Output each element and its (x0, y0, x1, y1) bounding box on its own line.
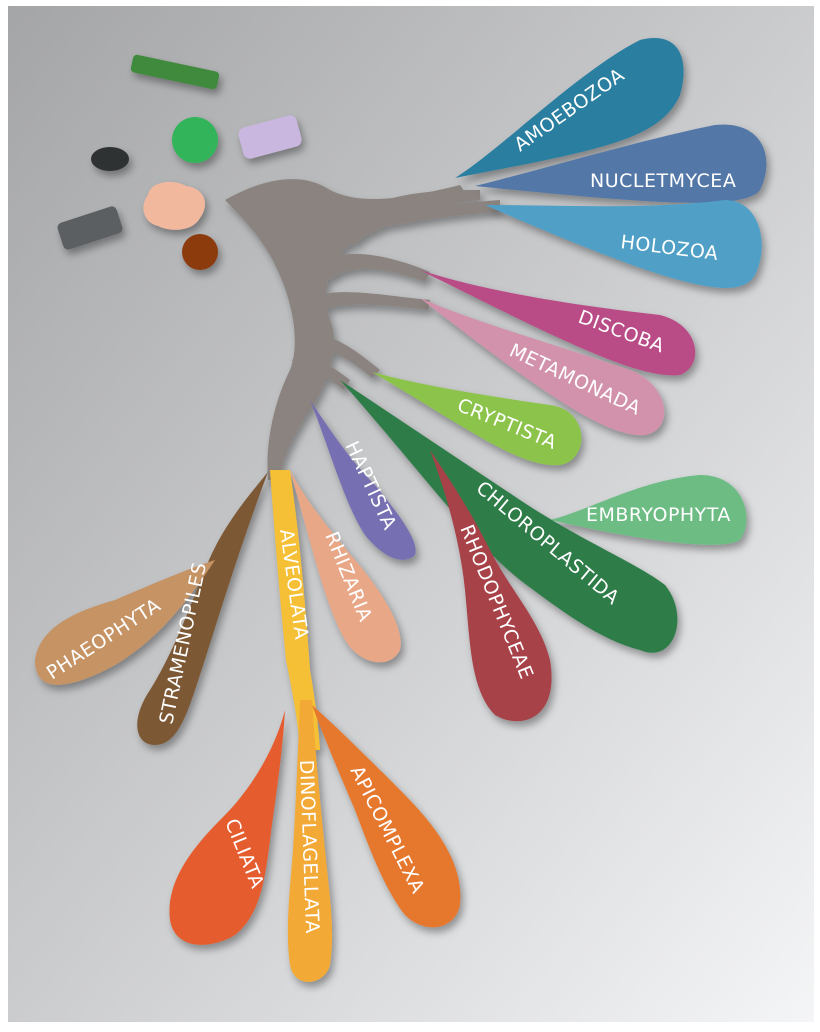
grey-cylinder-icon (57, 206, 123, 250)
clade-phaeophyta (35, 560, 215, 685)
clade-ciliata (169, 710, 285, 945)
lavender-capsule-icon (238, 115, 302, 159)
clade-embryophyta (550, 475, 747, 545)
clade-dinoflagellata (287, 700, 333, 982)
clade-holozoa (485, 200, 762, 288)
clade-discoba (420, 270, 696, 376)
clade-chloroplastida (340, 380, 678, 653)
clade-alveolata (270, 470, 320, 750)
clade-apicomplexa (312, 705, 461, 928)
label-nucletmycea: NUCLETMYCEA (590, 170, 736, 192)
clade-haptista (310, 400, 416, 560)
label-embryophyta: EMBRYOPHYTA (586, 504, 731, 526)
clade-cryptista (372, 372, 582, 466)
green-rod-icon (130, 54, 220, 90)
peach-blob-icon (143, 181, 206, 230)
clade-metamonada (420, 298, 665, 436)
tree-trunk (225, 179, 500, 480)
clade-rhodophyceae (430, 450, 552, 722)
clade-petals (35, 38, 767, 982)
clade-stramenopiles (137, 472, 268, 745)
dark-pebble-icon (91, 147, 129, 171)
green-sphere-icon (172, 117, 218, 163)
brown-sphere-icon (182, 234, 218, 270)
clade-amoebozoa (455, 38, 684, 179)
clade-rhizaria (290, 470, 401, 663)
specimen-icons (57, 54, 302, 270)
clade-nucletmycea (475, 124, 767, 203)
